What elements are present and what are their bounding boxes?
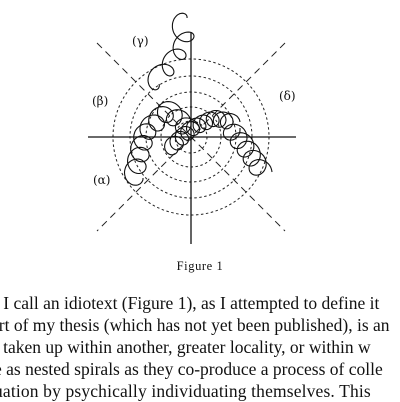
cross-axes (88, 32, 296, 244)
body-text-line-3: v taken up within another, greater local… (0, 337, 371, 357)
idiotext-spiral-diagram: (γ) (β) (δ) (α) (88, 12, 296, 244)
figure-caption: Figure 1 (176, 259, 224, 273)
figure-1: (γ) (β) (δ) (α) (88, 12, 296, 244)
body-text-line-5: uation by psychically individuating them… (0, 381, 371, 401)
spiral-loops (123, 12, 273, 186)
spiral-loop-center (164, 109, 241, 156)
body-text-line-2: art of my thesis (which has not yet been… (0, 315, 390, 335)
spiral-loop-delta (222, 123, 273, 176)
body-text-line-4: e as nested spirals as they co-produce a… (0, 359, 383, 379)
region-label-gamma: (γ) (132, 34, 149, 48)
spiral-loop-gamma (147, 12, 195, 91)
region-label-beta: (β) (92, 94, 108, 108)
region-label-alpha: (α) (93, 173, 110, 187)
spiral-loop-beta (123, 101, 201, 186)
region-label-delta: (δ) (279, 89, 296, 103)
body-text-line-1: t I call an idiotext (Figure 1), as I at… (0, 293, 380, 313)
